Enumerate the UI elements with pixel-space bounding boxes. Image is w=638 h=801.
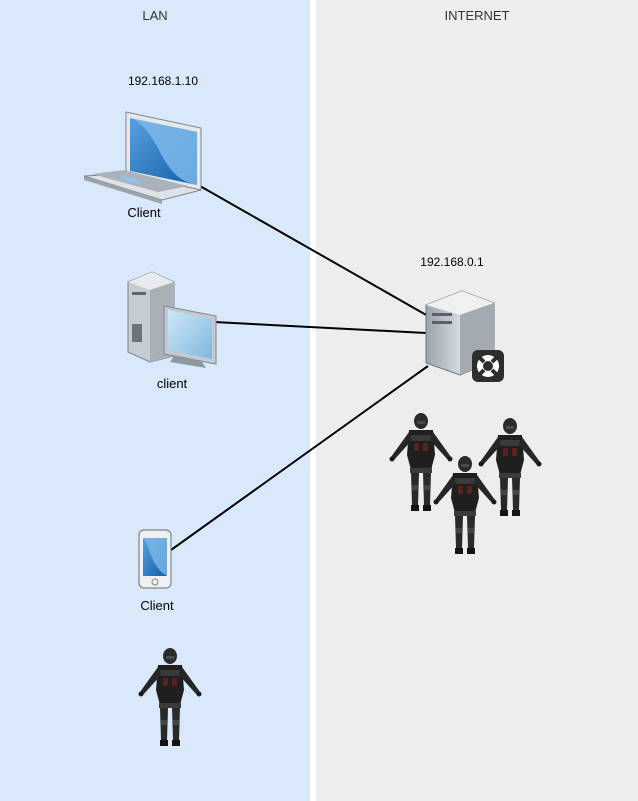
smartphone-icon: [138, 529, 172, 589]
lan-zone-title: LAN: [142, 8, 168, 23]
server-ip-label: 192.168.0.1: [420, 255, 484, 269]
links: [170, 185, 429, 551]
internet-zone: INTERNET: [316, 0, 638, 801]
laptop-label: Client: [127, 205, 161, 220]
armored-soldier-icon: [138, 648, 202, 746]
armored-soldier-icon: [478, 418, 542, 516]
laptop-icon: [83, 111, 202, 204]
phone-label: Client: [140, 598, 174, 613]
link-phone-server: [170, 365, 429, 551]
armored-soldier-icon: [433, 456, 497, 554]
desktop-label: client: [156, 376, 188, 391]
desktop-computer-icon: [127, 271, 217, 368]
lifebuoy-icon: [472, 350, 504, 382]
laptop-ip-label: 192.168.1.10: [127, 74, 199, 88]
link-laptop-server: [199, 185, 429, 317]
link-desktop-server: [213, 321, 427, 334]
soldier-group: [389, 413, 542, 554]
internet-zone-title: INTERNET: [444, 8, 510, 23]
